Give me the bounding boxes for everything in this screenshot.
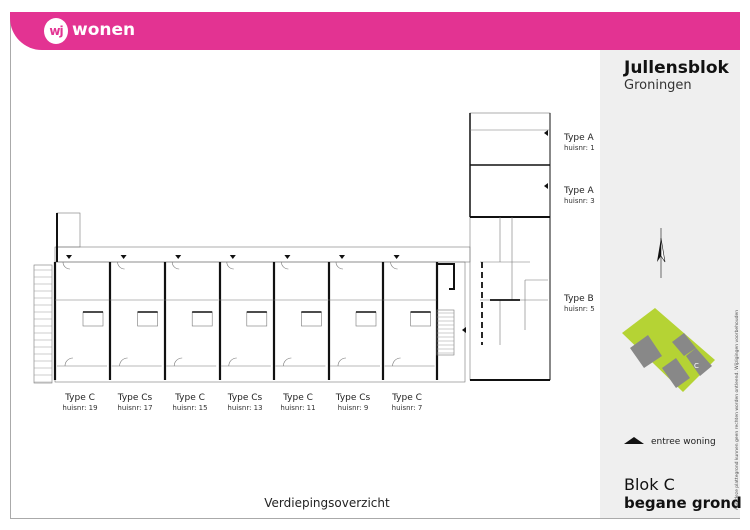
unit-number-label: huisnr: 17 <box>117 404 153 412</box>
bathroom <box>191 311 213 327</box>
door-swing <box>173 357 183 367</box>
frame-line <box>10 518 740 519</box>
site-building <box>630 335 662 368</box>
door-swing <box>335 261 344 270</box>
north-arrow-icon <box>660 237 666 263</box>
unit-type-label: Type B <box>564 294 594 304</box>
project-title: Jullensblok <box>624 58 729 78</box>
project-city: Groningen <box>624 78 692 93</box>
site-building-c <box>686 348 712 376</box>
unit-type-label: Type Cs <box>227 393 263 403</box>
site-block-label: C <box>694 362 699 370</box>
block-name: Blok C <box>624 475 675 494</box>
entrance-marker <box>393 255 400 259</box>
bathroom <box>355 311 377 327</box>
stair-tower <box>56 212 81 248</box>
bathroom <box>301 311 322 327</box>
unit-type-label: Type A <box>564 133 594 143</box>
site-map <box>622 308 715 392</box>
brand-name: wonen <box>72 20 136 40</box>
entrance-marker <box>339 255 345 259</box>
north-arrow-icon <box>657 238 661 262</box>
unit-number-label: huisnr: 15 <box>172 404 208 412</box>
entrance-marker <box>66 255 72 259</box>
entrance-marker <box>544 183 548 189</box>
door-swing <box>390 261 398 270</box>
corridor <box>54 246 471 263</box>
caption: Verdiepingsoverzicht <box>264 496 390 510</box>
entrance-marker <box>462 327 466 333</box>
entrance-marker <box>175 255 182 259</box>
entrance-marker <box>284 255 291 259</box>
unit-type-label: Type C <box>392 393 422 403</box>
unit-type-label: Type C <box>283 393 313 403</box>
door-swing <box>171 261 180 270</box>
door-swing <box>117 261 125 270</box>
site-building <box>672 333 696 356</box>
unit-number-label: huisnr: 7 <box>391 404 423 412</box>
unit-number-label: huisnr: 13 <box>227 404 263 412</box>
wing-outline <box>469 112 551 381</box>
unit-type-label: Type Cs <box>117 393 153 403</box>
ramp <box>33 264 53 384</box>
wj-logo: wj <box>44 18 68 44</box>
unit-number-label: huisnr: 9 <box>337 404 369 412</box>
door-swing <box>337 357 347 367</box>
bathroom <box>410 311 431 327</box>
bathroom <box>137 311 158 327</box>
frame-line <box>10 12 11 519</box>
unit-number-label: huisnr: 11 <box>280 404 316 412</box>
unit-number-label: huisnr: 19 <box>62 404 98 412</box>
entrance-triangle-icon <box>624 437 644 444</box>
door-swing <box>228 357 237 367</box>
door-swing <box>62 261 71 270</box>
unit-type-label: Type A <box>564 186 594 196</box>
unit-type-label: Type Cs <box>335 393 371 403</box>
floor-name: begane grond <box>624 494 742 512</box>
unit-type-label: Type C <box>175 393 205 403</box>
door-swing <box>226 261 234 270</box>
bathroom <box>82 311 104 327</box>
entrance-marker <box>544 130 548 136</box>
door-swing <box>392 357 401 367</box>
unit-type-label: Type C <box>65 393 95 403</box>
entrance-marker <box>229 255 236 259</box>
wall <box>437 263 455 290</box>
disclaimer: Aan deze plattegrond kunnen geen rechten… <box>735 309 740 510</box>
unit-number-label: huisnr: 3 <box>564 197 595 205</box>
door-swing <box>64 357 74 367</box>
unit-number-label: huisnr: 1 <box>564 144 595 152</box>
info-panel <box>600 50 740 518</box>
bathroom <box>246 311 268 327</box>
staircase <box>436 309 455 356</box>
legend-entree-label: entree woning <box>651 437 716 447</box>
unit-number-label: huisnr: 5 <box>564 305 595 313</box>
entrance-marker <box>120 255 127 259</box>
door-swing <box>281 261 289 270</box>
building-outline <box>54 261 466 383</box>
door-swing <box>283 357 292 367</box>
header-banner <box>10 12 740 50</box>
site-building <box>662 358 690 388</box>
door-swing <box>119 357 128 367</box>
